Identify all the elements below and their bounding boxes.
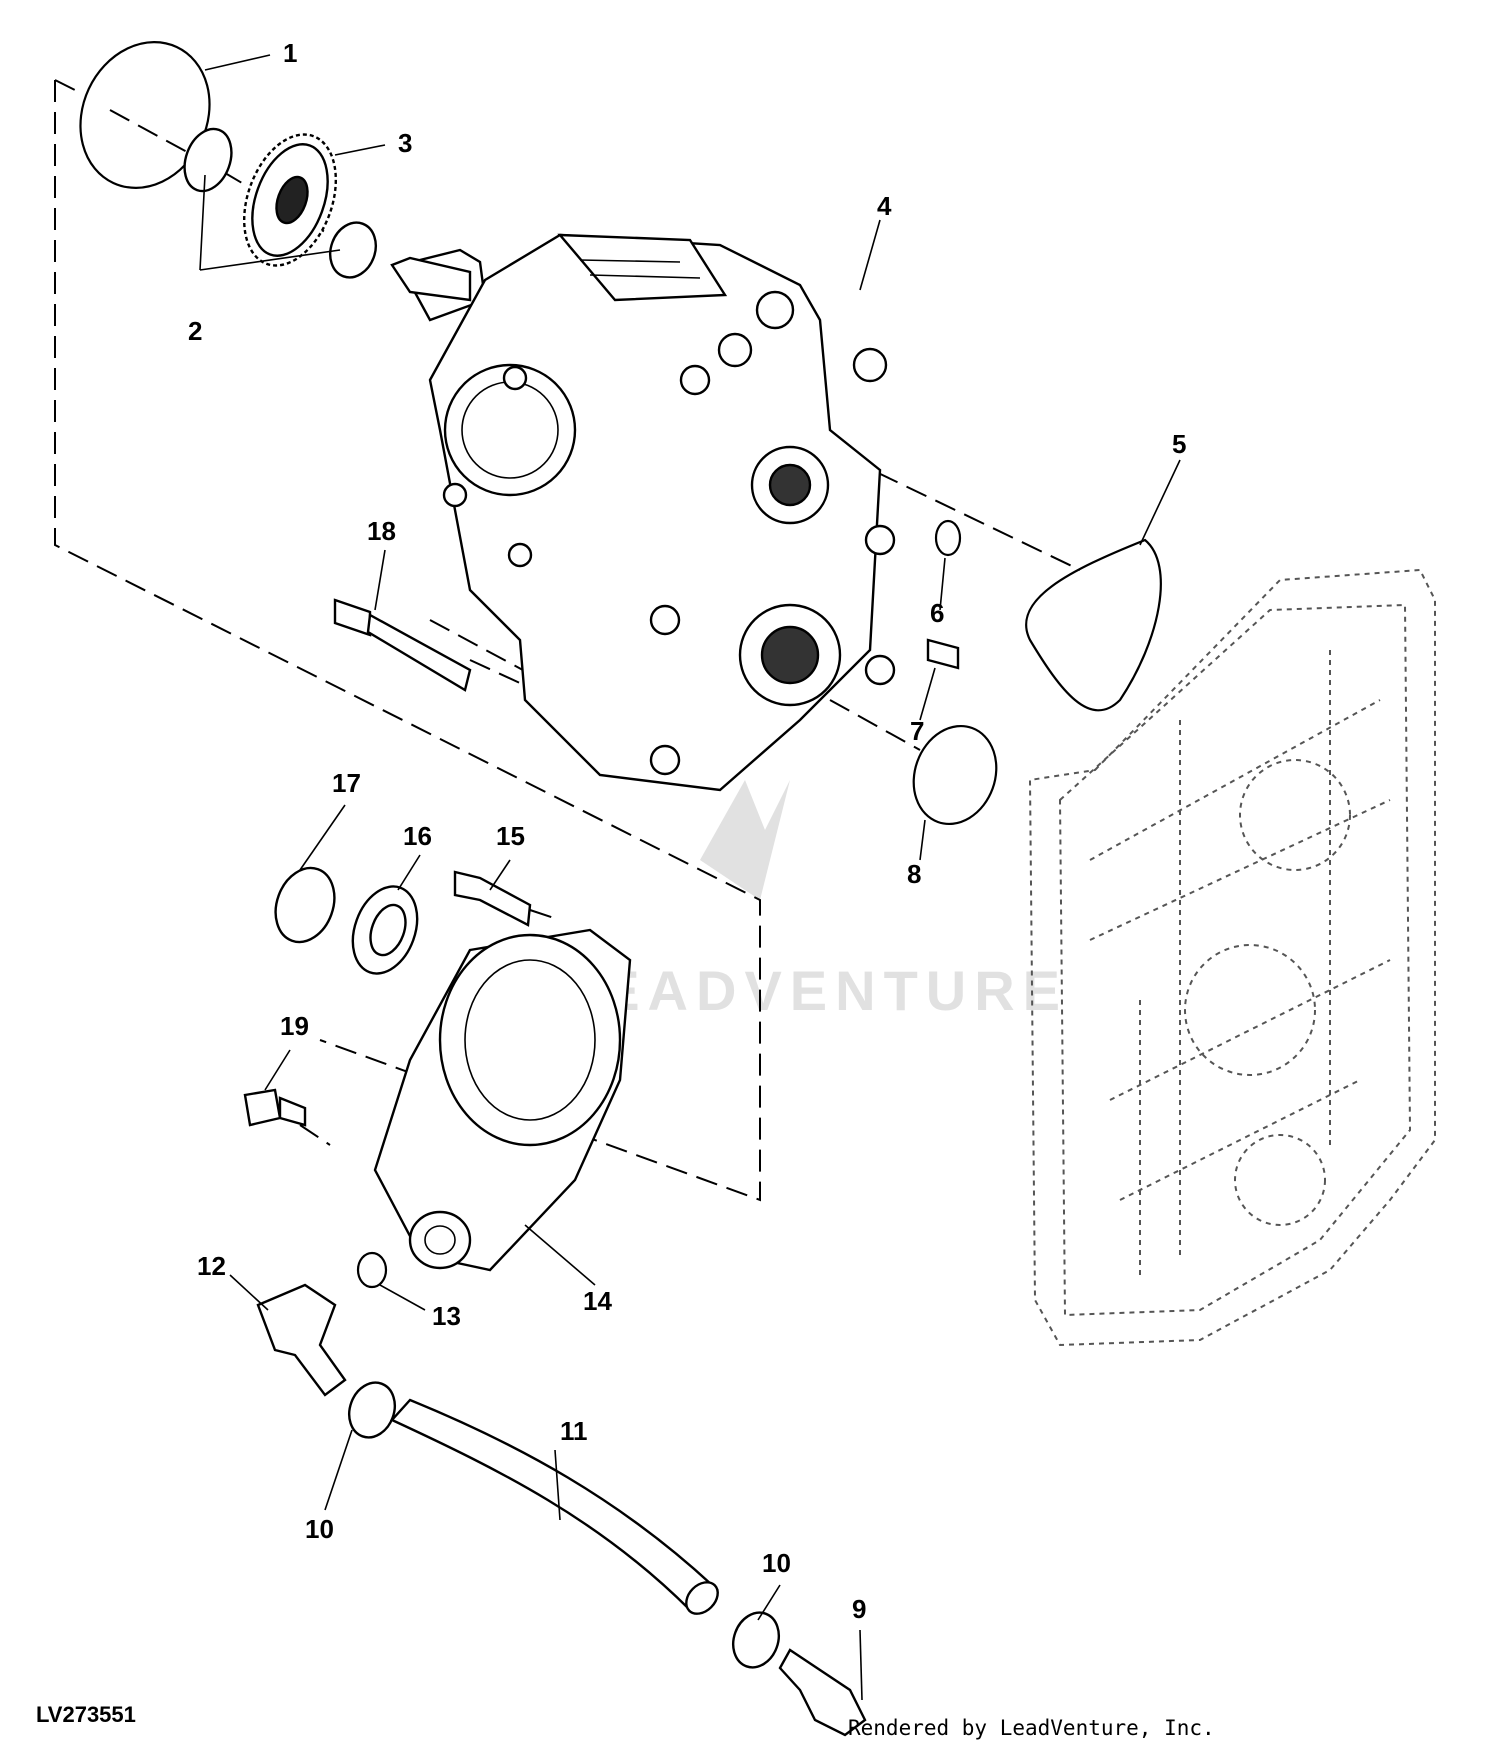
render-credit: Rendered by LeadVenture, Inc. — [848, 1716, 1215, 1740]
callout-11: 11 — [560, 1416, 588, 1446]
callout-15: 15 — [496, 821, 525, 851]
callout-10-lower: 10 — [762, 1548, 791, 1578]
callout-12: 12 — [197, 1251, 226, 1281]
callout-17: 17 — [332, 768, 361, 798]
o-ring-medium — [912, 724, 998, 826]
callout-13: 13 — [432, 1301, 461, 1331]
watermark-logo: LEADVENTURE — [560, 780, 1068, 1022]
hose-clamp-lower — [732, 1611, 780, 1669]
snap-ring-rear — [329, 221, 377, 279]
callout-9: 9 — [852, 1594, 866, 1624]
long-bolt — [333, 598, 472, 692]
callout-5: 5 — [1172, 429, 1186, 459]
callout-4: 4 — [877, 191, 892, 221]
o-ring-fitting — [356, 1251, 388, 1289]
callout-16: 16 — [403, 821, 432, 851]
transmission-case-outline — [1028, 568, 1436, 1347]
filter-housing — [373, 928, 632, 1272]
drive-gear — [242, 133, 338, 267]
callout-1: 1 — [283, 38, 297, 68]
callout-8: 8 — [907, 859, 921, 889]
housing-bolt — [453, 870, 532, 927]
callout-2: 2 — [188, 316, 202, 346]
callout-19: 19 — [280, 1011, 309, 1041]
callout-6: 6 — [930, 598, 944, 628]
callout-leaders — [199, 54, 1181, 1701]
hose-fitting — [778, 1648, 867, 1737]
elbow-fitting — [256, 1283, 347, 1397]
o-ring-small — [934, 519, 962, 557]
shaft-seal — [351, 885, 419, 975]
callout-18: 18 — [367, 516, 396, 546]
o-ring-teardrop — [1025, 538, 1162, 712]
callout-10-upper: 10 — [305, 1514, 334, 1544]
oil-hose — [390, 1398, 719, 1615]
callout-3: 3 — [398, 128, 412, 158]
hydrostatic-pump-assembly — [398, 233, 896, 792]
callout-14: 14 — [583, 1286, 612, 1316]
snap-ring-front — [183, 127, 233, 193]
diagram-reference-id: LV273551 — [36, 1702, 136, 1727]
mount-bolt — [243, 1088, 307, 1127]
input-shaft — [390, 256, 472, 302]
callout-7: 7 — [910, 716, 924, 746]
snap-ring-housing — [274, 866, 336, 944]
watermark-text: LEADVENTURE — [560, 959, 1068, 1022]
dowel-pin — [926, 638, 960, 670]
